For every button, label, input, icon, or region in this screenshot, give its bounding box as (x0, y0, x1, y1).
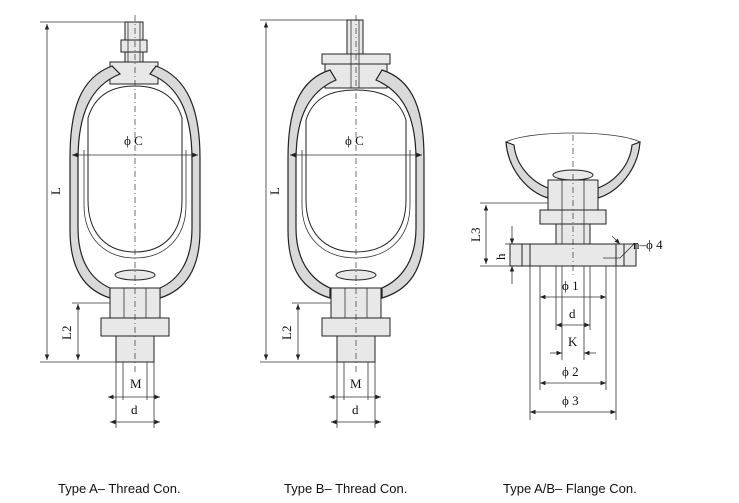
type-a-label-phiC: ϕ C (124, 133, 143, 148)
type-a-bladder (87, 85, 183, 253)
type-a-accumulator-drawing (40, 15, 201, 428)
flange-label-L3: L3 (468, 228, 483, 242)
flange-label-h: h (493, 253, 508, 260)
type-b-caption: Type B– Thread Con. (284, 481, 408, 496)
flange-label-phi3: ϕ 3 (562, 393, 579, 408)
flange-label-d: d (569, 306, 576, 321)
flange-shell-bottom (505, 141, 549, 199)
flange-label-phi2: ϕ 2 (562, 364, 579, 379)
type-b-fluid-port (321, 287, 391, 363)
type-b-label-d: d (352, 402, 359, 417)
type-b-shell (287, 69, 337, 299)
type-b-label-L2: L2 (279, 326, 294, 340)
type-b-label-L: L (267, 187, 282, 195)
flange-connection-drawing (480, 132, 641, 420)
flange-label-n-phi4: n–ϕ 4 (633, 237, 663, 252)
type-a-shell (69, 65, 122, 299)
type-a-fluid-port (100, 287, 170, 363)
type-a-label-M: M (130, 376, 142, 391)
type-b-label-M: M (350, 376, 362, 391)
type-a-label-L2: L2 (59, 326, 74, 340)
type-a-label-d: d (131, 402, 138, 417)
flange-label-phi1: ϕ 1 (562, 278, 579, 293)
type-b-label-phiC: ϕ C (345, 133, 364, 148)
type-b-accumulator-drawing (260, 15, 425, 428)
flange-label-K: K (568, 334, 578, 349)
type-a-caption: Type A– Thread Con. (58, 481, 181, 496)
flange-caption: Type A/B– Flange Con. (503, 481, 637, 496)
type-b-bladder (305, 89, 407, 253)
type-a-label-L: L (48, 187, 63, 195)
